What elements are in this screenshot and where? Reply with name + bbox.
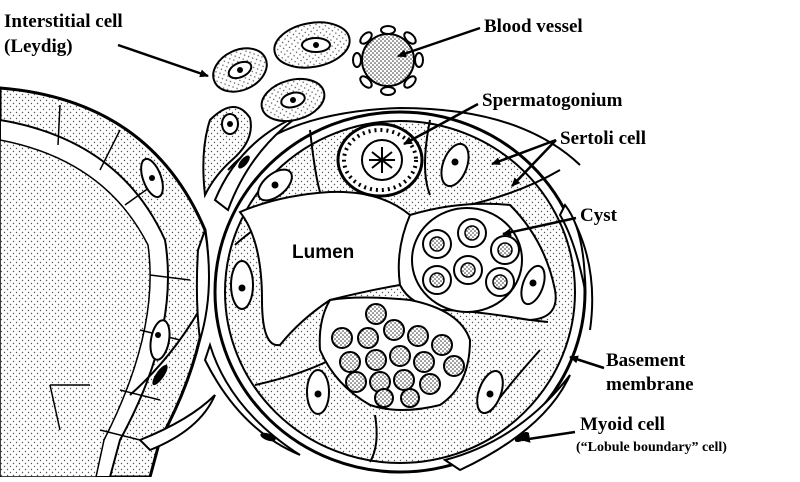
arrow-basement (570, 357, 604, 368)
label-spermatogonium: Spermatogonium (482, 90, 622, 112)
blood-vessel (353, 26, 423, 95)
spermatogonium (338, 124, 422, 196)
label-cyst: Cyst (580, 205, 617, 227)
neighbor-lobule (0, 88, 208, 477)
label-lumen: Lumen (292, 242, 354, 264)
label-blood-vessel: Blood vessel (484, 16, 583, 38)
label-myoid-cell: Myoid cell (580, 414, 665, 436)
label-lobule-boundary: (“Lobule boundary” cell) (576, 440, 727, 456)
arrow-myoid (522, 432, 575, 440)
arrow-interstitial (118, 45, 208, 76)
label-sertoli-cell: Sertoli cell (560, 128, 646, 150)
label-membrane: membrane (606, 374, 694, 396)
label-basement: Basement (606, 350, 685, 372)
label-leydig: (Leydig) (4, 36, 73, 58)
label-interstitial-cell: Interstitial cell (4, 11, 123, 33)
